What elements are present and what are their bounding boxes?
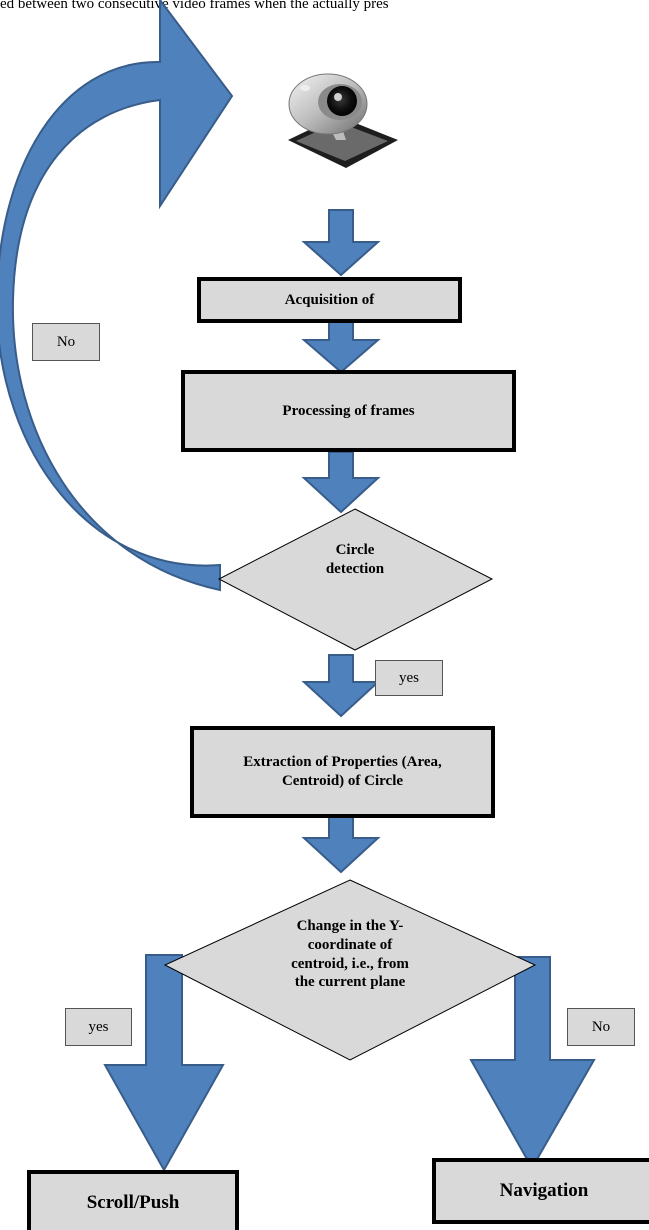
yes-circle-label: yes xyxy=(375,660,443,696)
acquisition-box: Acquisition of xyxy=(197,277,462,323)
arrow-decision-to-navigation xyxy=(469,956,596,1171)
header-text: ed between two consecutive video frames … xyxy=(0,0,389,12)
change-decision-diamond xyxy=(163,879,537,1061)
scroll-push-box: Scroll/Push xyxy=(27,1170,239,1230)
navigation-box: Navigation xyxy=(432,1158,649,1224)
webcam-icon xyxy=(288,73,398,168)
navigation-label: Navigation xyxy=(499,1180,589,1201)
arrow-decision-to-scroll xyxy=(103,954,225,1173)
extraction-box: Extraction of Properties (Area, Centroid… xyxy=(190,726,495,818)
circle-detection-label: Circle detection xyxy=(325,542,385,577)
scroll-push-label: Scroll/Push xyxy=(86,1192,180,1213)
arrow-processing-to-detection xyxy=(301,451,381,514)
acquisition-label: Acquisition of xyxy=(284,291,375,308)
no-navigation-label: No xyxy=(567,1008,635,1046)
circle-detection-diamond xyxy=(217,508,494,651)
no-loop-arrow xyxy=(0,0,234,592)
yes-scroll-label: yes xyxy=(65,1008,132,1046)
processing-box: Processing of frames xyxy=(181,370,516,452)
no-loop-label: No xyxy=(32,323,100,361)
arrow-acquisition-to-processing xyxy=(301,316,381,374)
processing-label: Processing of frames xyxy=(282,402,415,419)
arrow-detection-to-extraction xyxy=(301,654,381,718)
extraction-label: Extraction of Properties (Area, Centroid… xyxy=(243,753,442,790)
arrow-extraction-to-decision xyxy=(301,813,381,874)
change-decision-label: Change in the Y- coordinate of centroid,… xyxy=(291,918,409,991)
arrow-camera-to-acquisition xyxy=(301,209,381,277)
